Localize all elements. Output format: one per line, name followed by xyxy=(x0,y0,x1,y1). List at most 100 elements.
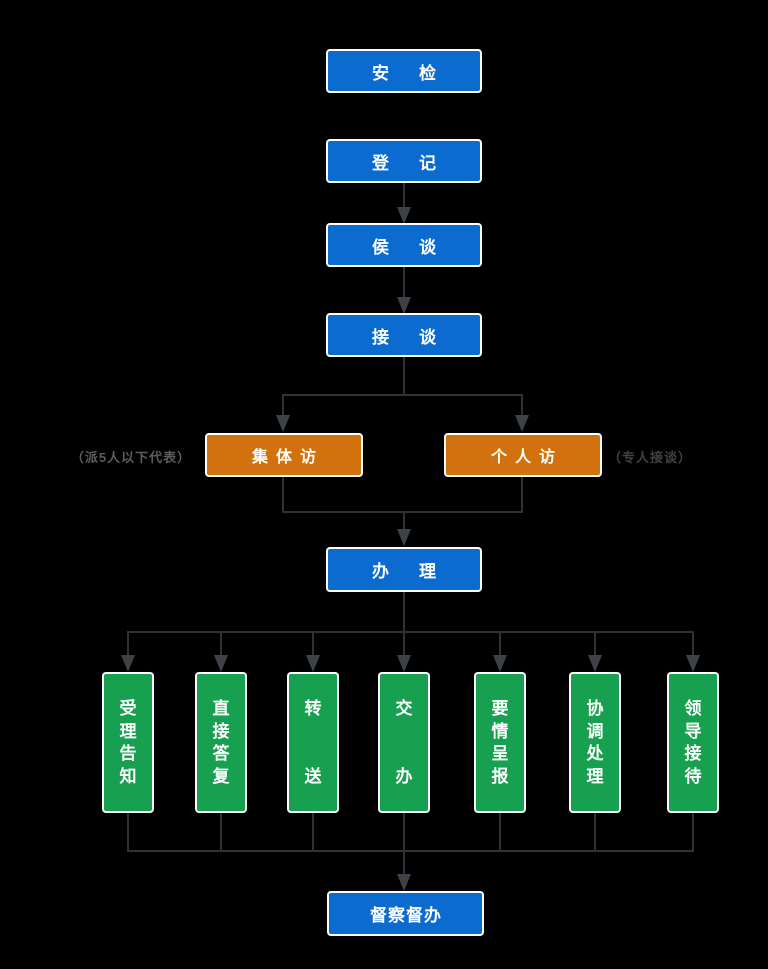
connector-line xyxy=(403,183,405,208)
node-label-char: 理 xyxy=(119,721,137,741)
node-label-char: 人 xyxy=(514,449,531,466)
arrow-down-icon xyxy=(493,655,507,672)
connector-line xyxy=(499,631,501,656)
node-reception-talk: 接谈 xyxy=(326,313,482,357)
arrow-down-icon xyxy=(276,415,290,432)
node-label-char: 谈 xyxy=(419,327,436,347)
connector-line xyxy=(403,813,405,852)
node-accept-notify: 受理告知 xyxy=(102,672,154,813)
connector-line xyxy=(312,631,314,656)
node-label-char: 记 xyxy=(419,153,436,173)
connector-line xyxy=(692,813,694,852)
node-label-char: 要 xyxy=(491,699,509,718)
node-label-char: 处 xyxy=(586,744,604,764)
arrow-down-icon xyxy=(397,874,411,891)
node-transfer: 转送 xyxy=(287,672,339,813)
connector-line xyxy=(127,813,129,852)
node-leader-reception: 领导接待 xyxy=(667,672,719,813)
connector-line xyxy=(521,477,523,513)
node-group-visit: 集体访 xyxy=(205,433,363,477)
node-label-char: 办 xyxy=(372,562,389,581)
node-label-char: 访 xyxy=(539,449,556,466)
node-label-char: 答 xyxy=(212,744,230,764)
node-label-char: 知 xyxy=(119,766,137,786)
node-label-char: 访 xyxy=(300,449,317,466)
connector-line xyxy=(282,477,284,513)
connector-line xyxy=(403,592,405,633)
node-label-char: 检 xyxy=(419,63,436,83)
node-label-char: 察 xyxy=(388,906,405,925)
node-label-char: 送 xyxy=(304,767,322,786)
node-label-char: 接 xyxy=(212,721,230,741)
connector-line xyxy=(403,513,405,531)
node-label-char: 登 xyxy=(372,153,389,173)
node-label-char: 理 xyxy=(586,766,604,786)
node-label-char: 接 xyxy=(684,744,702,764)
node-label-char: 情 xyxy=(491,721,509,741)
connector-line xyxy=(403,267,405,298)
node-label-char: 个 xyxy=(490,449,507,466)
node-label-char: 领 xyxy=(684,699,702,718)
node-label-char: 理 xyxy=(419,562,436,581)
node-label-char: 安 xyxy=(372,63,389,83)
arrow-down-icon xyxy=(515,415,529,432)
arrow-down-icon xyxy=(121,655,135,672)
arrow-down-icon xyxy=(214,655,228,672)
node-label-char: 复 xyxy=(212,766,230,786)
arrow-down-icon xyxy=(397,297,411,314)
node-label-char: 报 xyxy=(491,766,509,786)
node-label-char: 告 xyxy=(119,744,137,764)
node-label-char: 督 xyxy=(370,906,387,925)
connector-line xyxy=(127,631,129,656)
node-individual-visit: 个人访 xyxy=(444,433,602,477)
node-label-char: 直 xyxy=(212,699,230,718)
node-label-char: 呈 xyxy=(491,744,509,764)
node-label-char: 办 xyxy=(395,767,413,786)
node-label-char: 导 xyxy=(684,721,702,741)
connector-line xyxy=(521,394,523,416)
node-label-char: 督 xyxy=(406,906,423,925)
connector-line xyxy=(312,813,314,852)
connector-line xyxy=(692,631,694,656)
connector-line xyxy=(594,631,596,656)
connector-line xyxy=(403,631,405,656)
node-coordinate-handle: 协调处理 xyxy=(569,672,621,813)
node-label-char: 调 xyxy=(586,721,604,741)
connector-line xyxy=(403,357,405,396)
arrow-down-icon xyxy=(306,655,320,672)
node-label-char: 接 xyxy=(372,327,389,347)
connector-line xyxy=(220,631,222,656)
node-label-char: 待 xyxy=(684,766,702,786)
arrow-down-icon xyxy=(588,655,602,672)
arrow-down-icon xyxy=(397,529,411,546)
arrow-down-icon xyxy=(686,655,700,672)
node-label-char: 办 xyxy=(424,906,441,925)
node-label-char: 交 xyxy=(395,699,413,718)
connector-line xyxy=(220,813,222,852)
connector-line xyxy=(127,631,694,633)
connector-line xyxy=(282,394,523,396)
node-processing: 办理 xyxy=(326,547,482,592)
arrow-down-icon xyxy=(397,207,411,224)
node-label-char: 体 xyxy=(275,449,292,466)
node-assign: 交办 xyxy=(378,672,430,813)
node-situation-report: 要情呈报 xyxy=(474,672,526,813)
node-label-char: 受 xyxy=(119,699,137,718)
node-label-char: 谈 xyxy=(419,237,436,257)
connector-line xyxy=(594,813,596,852)
node-security-check: 安检 xyxy=(326,49,482,93)
node-label-char: 集 xyxy=(251,449,268,466)
node-registration: 登记 xyxy=(326,139,482,183)
node-label-char: 协 xyxy=(586,699,604,718)
connector-line xyxy=(127,850,694,852)
connector-line xyxy=(499,813,501,852)
node-wait-talk: 侯谈 xyxy=(326,223,482,267)
node-direct-reply: 直接答复 xyxy=(195,672,247,813)
node-label-char: 转 xyxy=(304,699,322,718)
group-visit-note: （派5人以下代表） xyxy=(70,450,192,465)
node-label-char: 侯 xyxy=(372,237,389,257)
node-supervision: 督察督办 xyxy=(327,891,484,936)
arrow-down-icon xyxy=(397,655,411,672)
connector-line xyxy=(282,394,284,416)
